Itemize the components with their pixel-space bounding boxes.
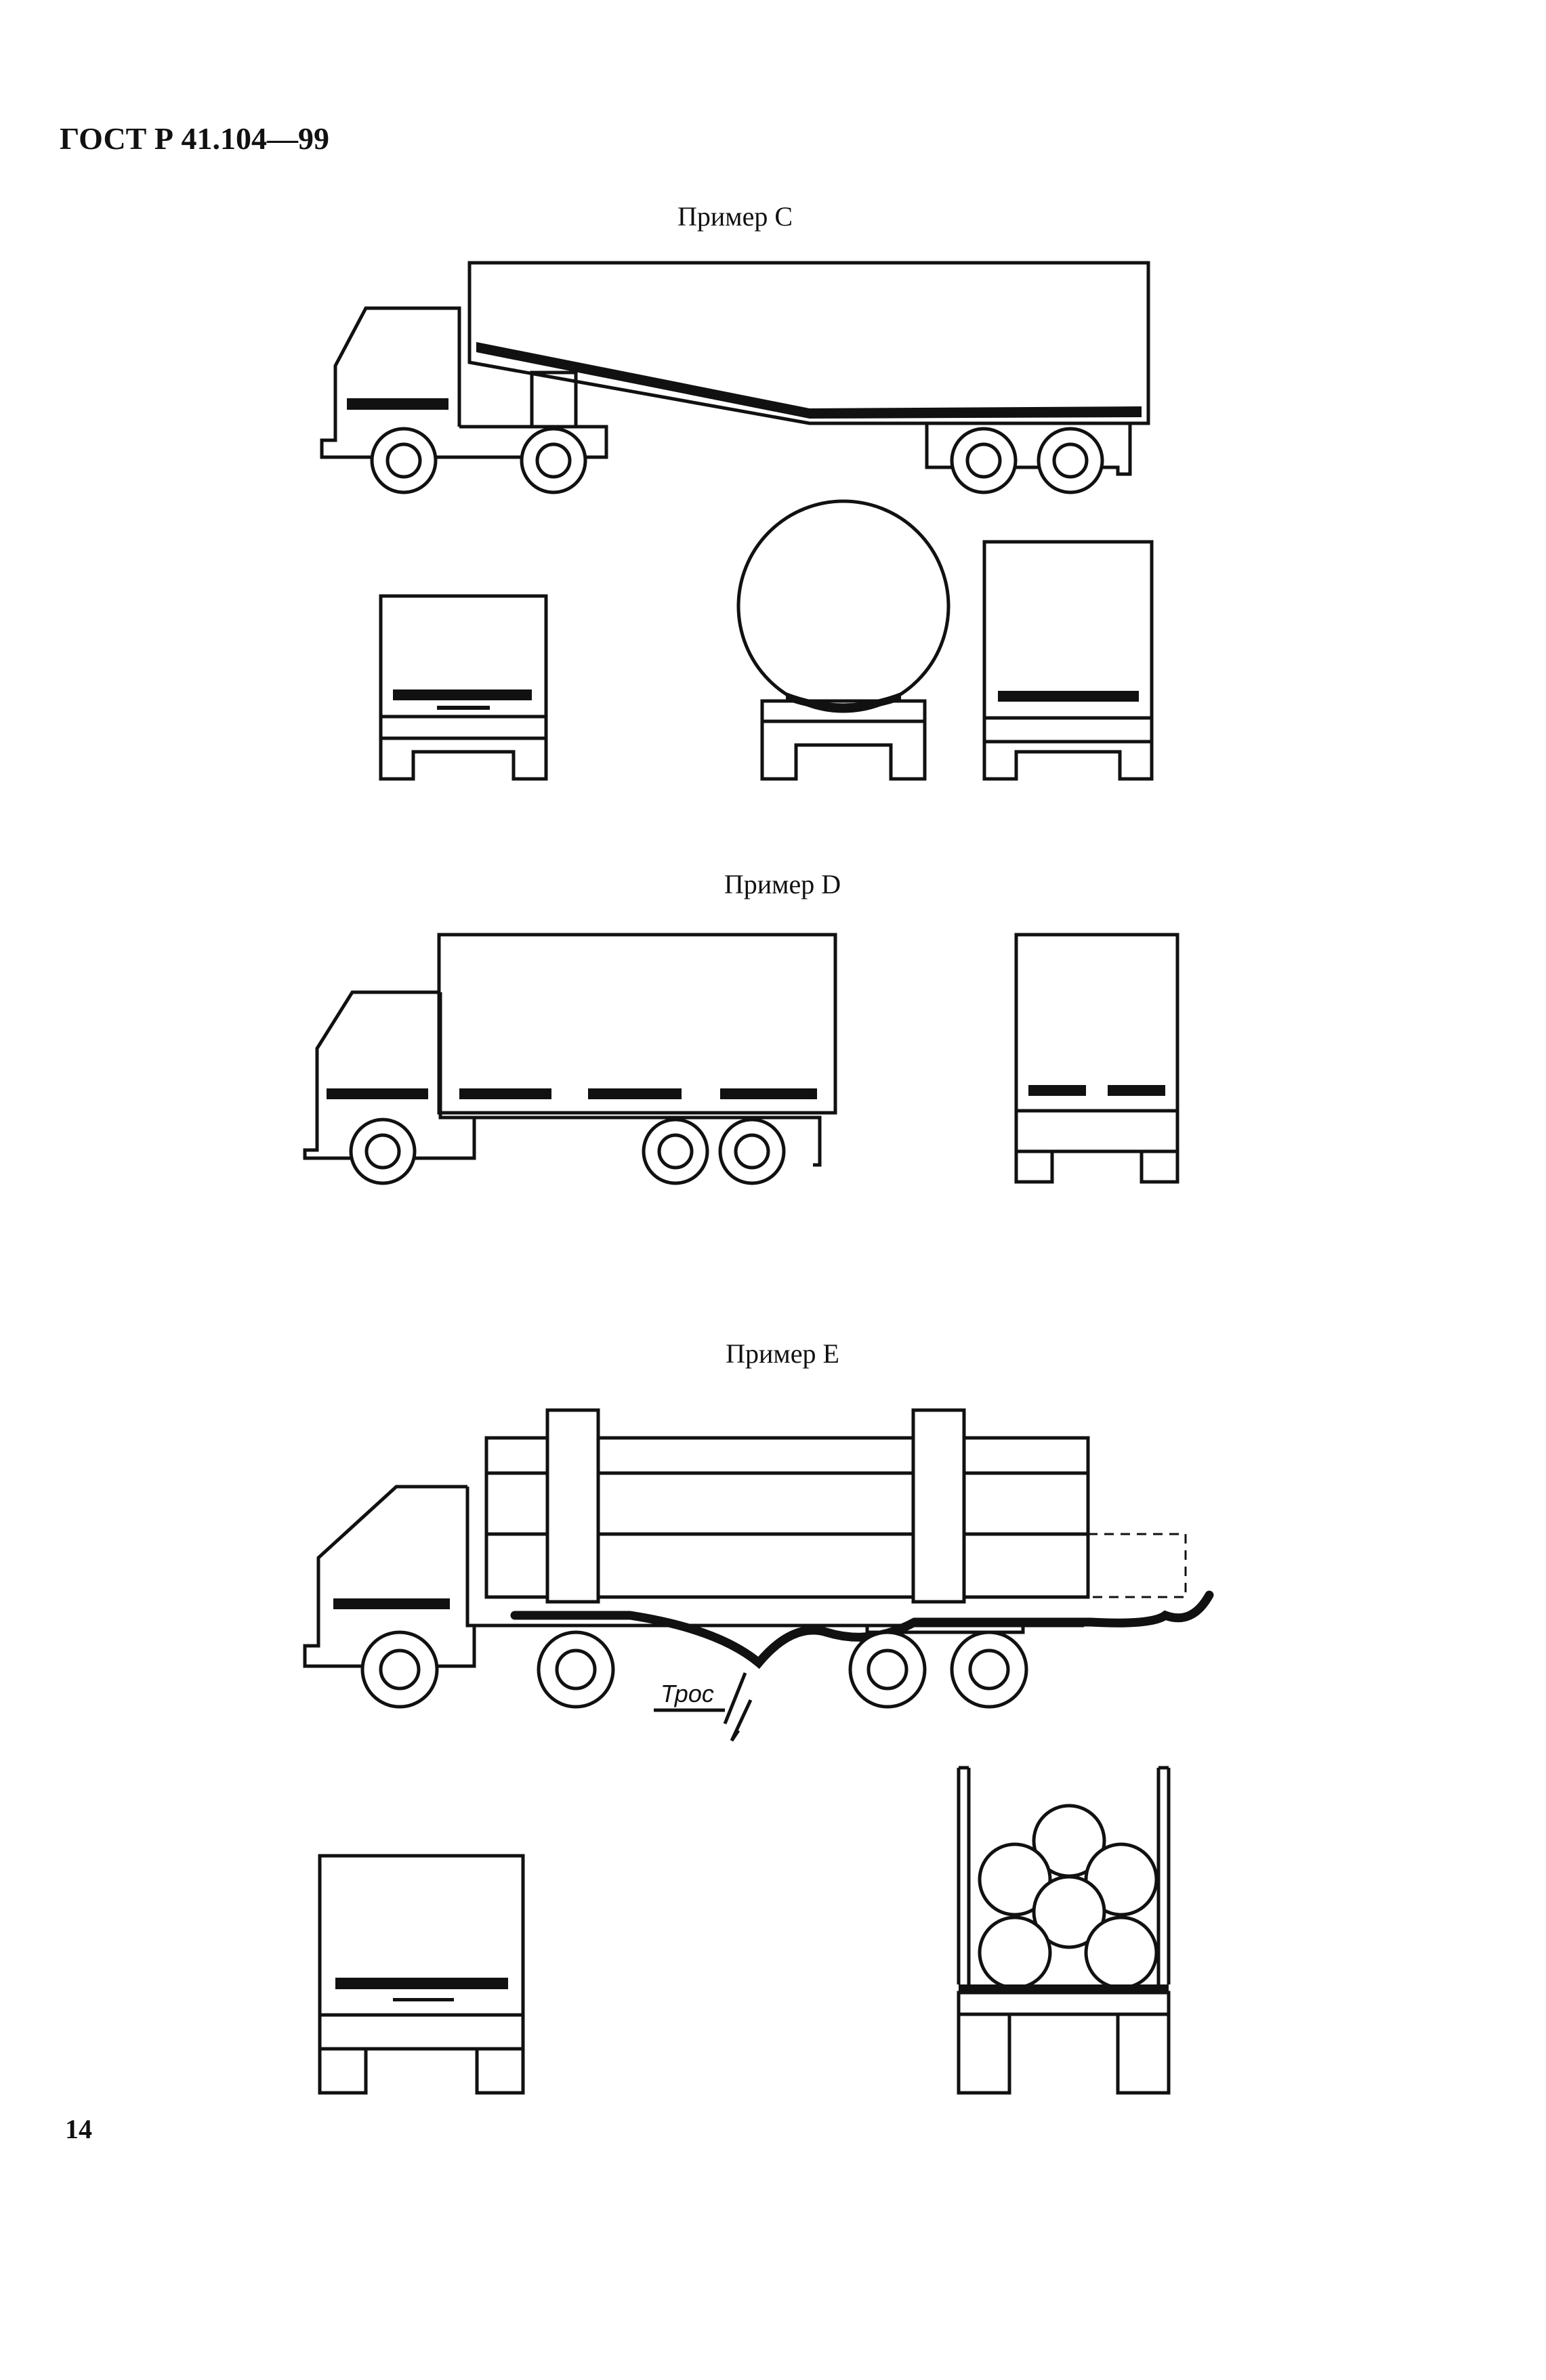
example-c-trailer-rear-view (982, 540, 1154, 781)
example-c-tanker-rear-view (736, 499, 950, 781)
example-c-side-view (320, 261, 1150, 494)
example-e-tractor-rear-view (318, 1854, 525, 2095)
caption-example-c: Пример C (677, 201, 793, 232)
caption-example-d: Пример D (724, 869, 841, 899)
example-d-side-view (303, 933, 837, 1185)
example-e-side-view: Трос (303, 1408, 1214, 1742)
document-code: ГОСТ Р 41.104—99 (60, 121, 329, 156)
example-e-log-trailer-rear-view (957, 1766, 1171, 2095)
caption-example-e: Пример E (726, 1338, 839, 1369)
rope-label: Трос (661, 1680, 714, 1707)
example-c-tractor-rear-view (379, 594, 548, 781)
page-number: 14 (65, 2114, 92, 2144)
example-d-rear-view (1014, 933, 1179, 1184)
